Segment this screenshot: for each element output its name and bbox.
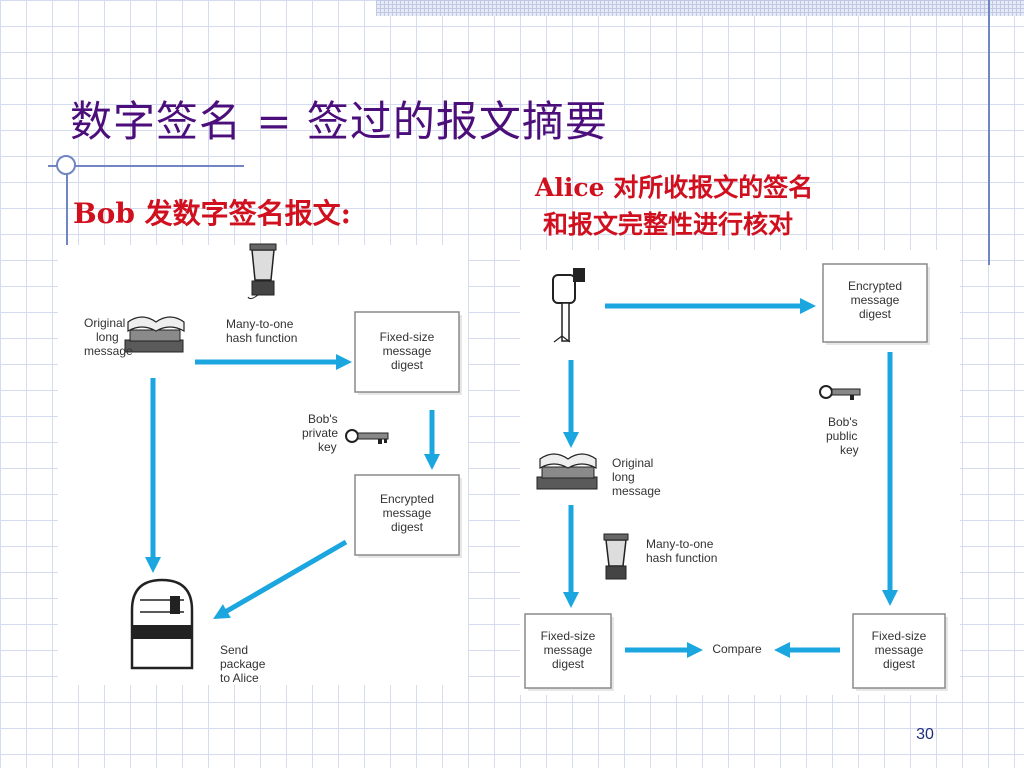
label-original-message-2: long — [96, 330, 119, 344]
box-decrypted-digest — [852, 613, 946, 689]
right-decoration-rule — [988, 0, 990, 265]
label-send-package-3: to Alice — [220, 671, 259, 685]
box-encrypted-digest — [354, 474, 460, 556]
label-r-fixed-digest-right-2: message — [875, 643, 924, 657]
decoration-ring — [56, 155, 76, 175]
mailbox-icon — [130, 578, 194, 670]
decoration-line-horizontal — [48, 165, 244, 167]
label-r-encrypted-digest-1: Encrypted — [848, 279, 902, 293]
label-private-key-3: key — [318, 440, 337, 454]
page-number: 30 — [916, 726, 934, 743]
label-public-key-2: public — [826, 429, 857, 443]
top-decoration-band — [376, 0, 1024, 16]
label-private-key-2: private — [302, 426, 338, 440]
receive-mailbox-icon — [552, 268, 585, 343]
decoration-line-vertical — [66, 155, 68, 245]
label-r-fixed-digest-left-3: digest — [552, 657, 585, 671]
label-fixed-digest-1: Fixed-size — [380, 330, 435, 344]
label-fixed-digest-2: message — [383, 344, 432, 358]
label-hash-function-1: Many-to-one — [226, 317, 294, 331]
label-hash-function-2: hash function — [226, 331, 297, 345]
label-r-fixed-digest-right-1: Fixed-size — [872, 629, 927, 643]
alice-heading-line2: 和报文完整性进行核对 — [543, 210, 794, 239]
arrow-encrypted-to-mailbox — [213, 539, 348, 620]
slide-title: 数字签名 = 签过的报文摘要 — [70, 97, 608, 146]
alice-heading-line1: Alice 对所收报文的签名 — [535, 173, 814, 202]
label-send-package-1: Send — [220, 643, 248, 657]
key-icon — [345, 429, 389, 444]
label-encrypted-digest-1: Encrypted — [380, 492, 434, 506]
label-r-fixed-digest-left-1: Fixed-size — [541, 629, 596, 643]
label-r-fixed-digest-right-3: digest — [883, 657, 916, 671]
blender-icon — [247, 243, 277, 300]
box-computed-digest — [524, 613, 612, 689]
label-public-key-1: Bob's — [828, 415, 858, 429]
label-r-hash-function-2: hash function — [646, 551, 717, 565]
label-public-key-3: key — [840, 443, 859, 457]
label-send-package-2: package — [220, 657, 266, 671]
received-blender-icon — [603, 533, 629, 580]
label-r-encrypted-digest-2: message — [851, 293, 900, 307]
label-original-message-3: message — [84, 344, 133, 358]
label-encrypted-digest-3: digest — [391, 520, 424, 534]
label-r-original-message-3: message — [612, 484, 661, 498]
label-r-original-message-1: Original — [612, 456, 653, 470]
label-private-key-1: Bob's — [308, 412, 338, 426]
label-encrypted-digest-2: message — [383, 506, 432, 520]
bob-heading: Bob 发数字签名报文: — [73, 197, 352, 230]
received-books-icon — [536, 453, 598, 490]
label-original-message-1: Original — [84, 316, 125, 330]
label-compare: Compare — [712, 642, 762, 656]
label-fixed-digest-3: digest — [391, 358, 424, 372]
label-r-fixed-digest-left-2: message — [544, 643, 593, 657]
label-r-hash-function-1: Many-to-one — [646, 537, 714, 551]
public-key-icon — [819, 385, 861, 400]
box-received-encrypted-digest — [822, 263, 928, 343]
books-icon — [124, 316, 185, 353]
box-fixed-size-digest — [354, 311, 460, 393]
label-r-original-message-2: long — [612, 470, 635, 484]
label-r-encrypted-digest-3: digest — [859, 307, 892, 321]
